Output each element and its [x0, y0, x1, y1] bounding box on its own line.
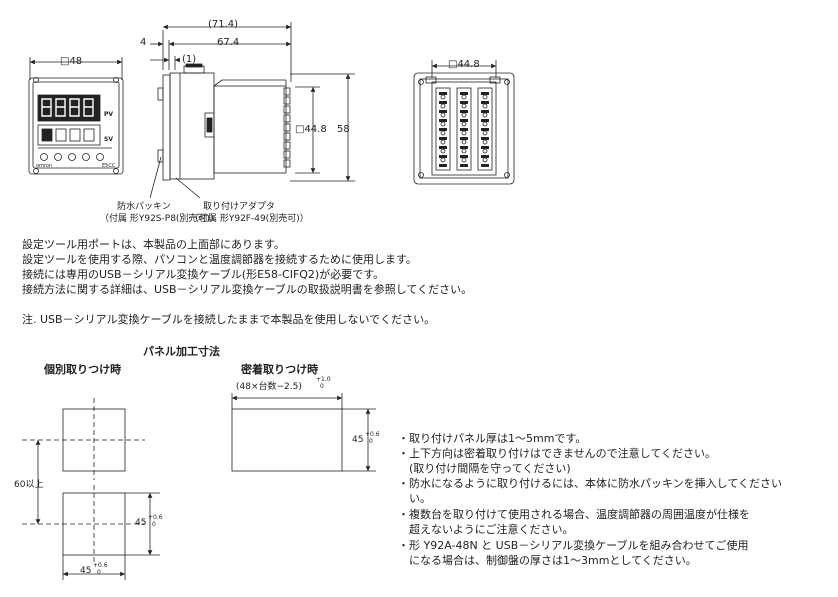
group-height-dim: 45: [352, 435, 364, 445]
side-view: [149, 22, 355, 199]
cutout-width-tol-upper: +0.6: [93, 562, 108, 569]
note-line: ・形 Y92A-48N と USB－シリアル変換ケーブルを組み合わせてご使用: [398, 539, 749, 552]
pv-label: PV: [104, 111, 114, 118]
paragraph-line-4: 接続方法に関する詳細は、USB－シリアル変換ケーブルの取扱説明書を参照してくださ…: [22, 283, 473, 296]
paragraph-line-3: 接続には専用のUSB－シリアル変換ケーブル(形E58-CIFQ2)が必要です。: [22, 268, 385, 281]
caution-note: 注. USB－シリアル変換ケーブルを接続したままで本製品を使用しないでください。: [22, 313, 436, 326]
note-line: ・取り付けパネル厚は1～5mmです。: [398, 432, 587, 445]
formula-tol-lower: 0: [320, 383, 324, 390]
note-line: ・上下方向は密着取り付けはできませんので注意してください。: [398, 447, 717, 460]
overall-length-dim: (71.4): [208, 19, 239, 30]
formula-tol-upper: +1.0: [316, 376, 331, 383]
note-line: (取り付け間隔を守ってください): [398, 462, 571, 475]
rear-width-dim: □44.8: [448, 59, 480, 70]
cutout-height-dim: 45: [135, 518, 147, 528]
packing-note: （付属 形Y92S-P8(別売可)）: [100, 214, 219, 224]
group-height-tol-upper: +0.6: [365, 431, 380, 438]
paragraph-line-1: 設定ツール用ポートは、本製品の上面部にあります。: [22, 238, 285, 251]
cutout-height-tol-lower: 0: [152, 521, 156, 528]
group-width-formula: (48×台数−2.5): [236, 382, 302, 392]
packing-label: 防水パッキン: [117, 202, 171, 212]
front-view: [28, 57, 124, 175]
group-cutout: [231, 393, 376, 472]
brand-logo: omron: [36, 163, 53, 169]
note-line: ・複数台を取り付けて使用される場合、温度調節器の周囲温度が仕様を: [398, 508, 750, 521]
group-title: 密着取りつけ時: [241, 363, 319, 376]
note-line: い。: [398, 492, 431, 505]
sv-label: SV: [104, 136, 113, 143]
bezel-depth-dim: 4: [140, 37, 147, 48]
adapter-label: 取り付けアダプタ: [203, 202, 276, 212]
cutout-height-tol-upper: +0.6: [148, 514, 163, 521]
individual-cutout: [22, 398, 160, 580]
group-height-tol-lower: 0: [369, 438, 373, 445]
paragraph-line-2: 設定ツールを使用する際、パソコンと温度調節器を接続するために使用します。: [22, 253, 417, 266]
rear-view: [413, 60, 515, 185]
front-width-dim: □48: [60, 56, 83, 67]
note-line: になる場合は、制御盤の厚さは1～3mmとしてください。: [398, 554, 697, 567]
total-height-dim: 58: [337, 124, 350, 135]
body-length-dim: 67.4: [217, 37, 240, 48]
individual-title: 個別取りつけ時: [44, 363, 122, 376]
note-line: ・防水になるように取り付けるには、本体に防水パッキンを挿入してください: [398, 477, 783, 490]
note-line: 超えないようにご注意ください。: [398, 523, 574, 536]
spacing-dim: 60以上: [14, 480, 44, 490]
cutout-width-dim: 45: [80, 566, 92, 576]
model-label: E5CC: [102, 163, 116, 169]
adapter-note: （付属 形Y92F-49(別売可)）: [190, 214, 309, 224]
gap-dim: (1): [182, 54, 197, 65]
cutout-width-tol-lower: 0: [97, 569, 101, 576]
body-height-dim: □44.8: [295, 124, 327, 135]
panel-title: パネル加工寸法: [143, 345, 220, 358]
